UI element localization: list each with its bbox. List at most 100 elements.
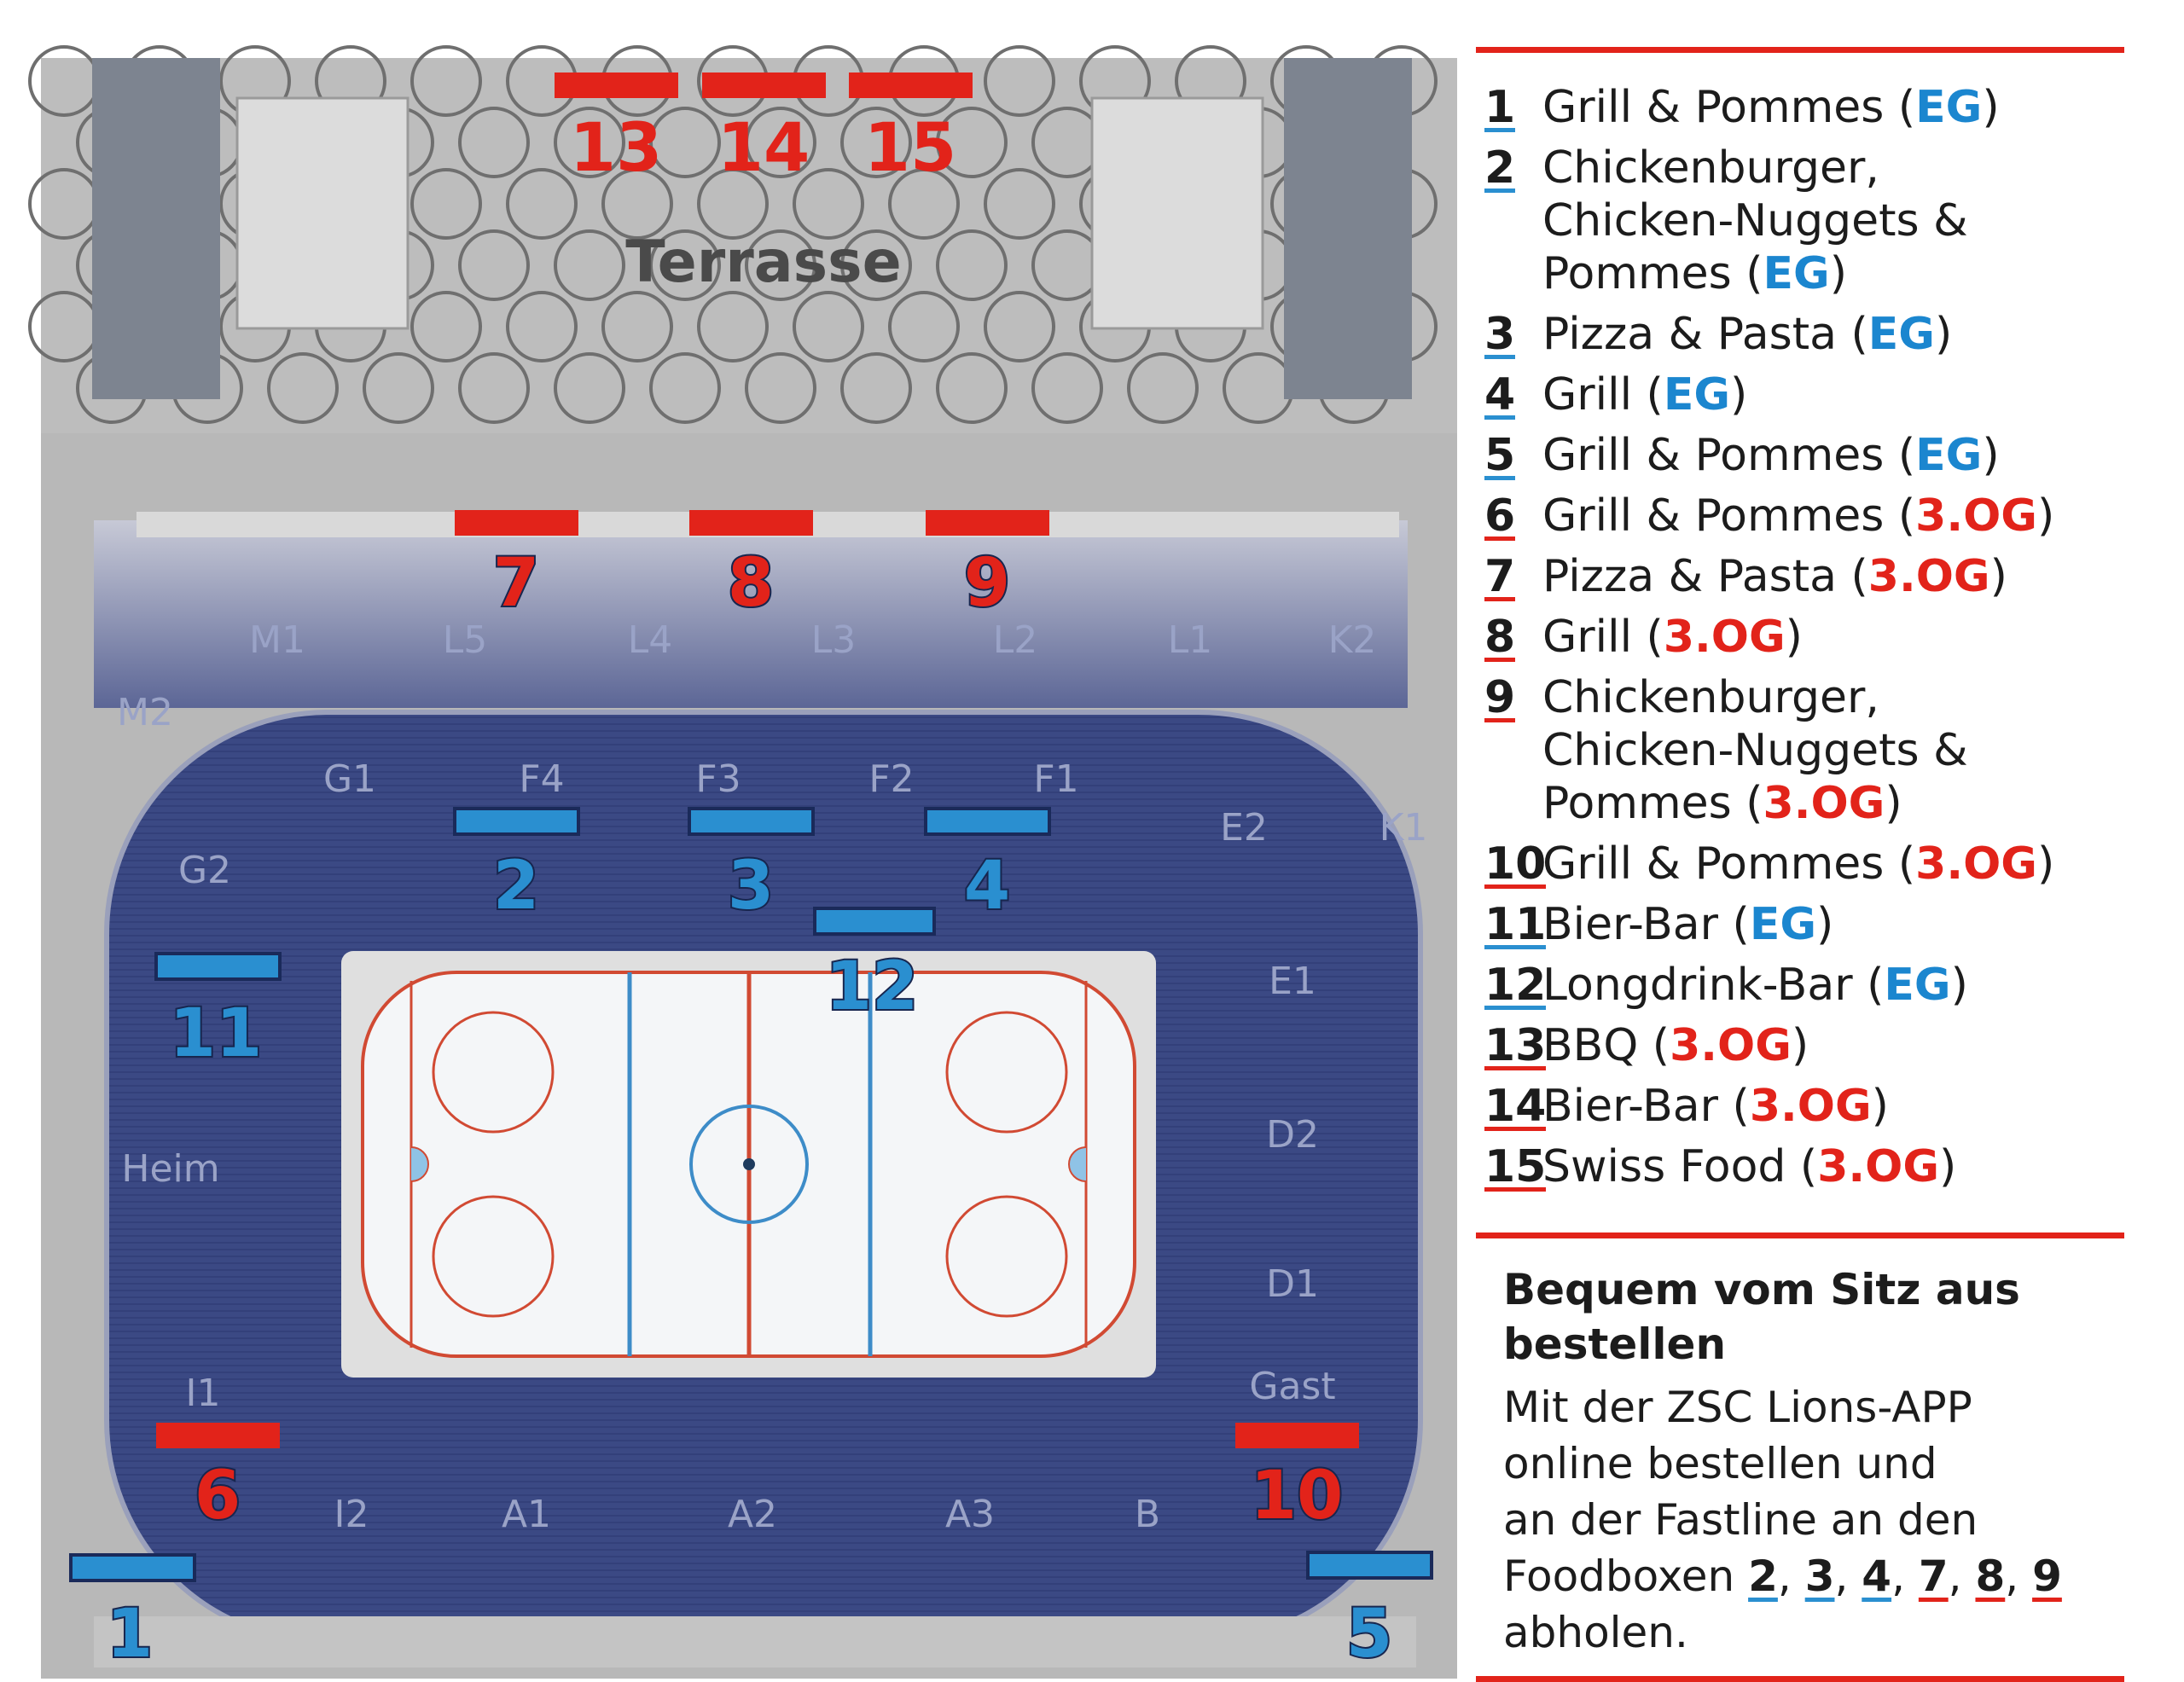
legend-close: ) bbox=[1816, 899, 1834, 950]
legend-number: 2 bbox=[1484, 142, 1516, 194]
stand-bar-7[interactable] bbox=[455, 510, 578, 536]
legend-label: BBQ ( bbox=[1542, 1020, 1670, 1071]
upper-concourse bbox=[94, 520, 1408, 708]
stand-bar-13[interactable] bbox=[555, 72, 678, 98]
terrace-table bbox=[984, 291, 1055, 362]
legend-close: ) bbox=[2036, 838, 2055, 890]
order-heading-text: Bequem vom Sitz aus bestellen bbox=[1503, 1265, 2020, 1369]
order-line: online bestellen und bbox=[1503, 1439, 1937, 1488]
section-label: E1 bbox=[1269, 960, 1316, 1003]
rink-faceoff-circle-bl bbox=[432, 1195, 555, 1318]
marker-number-11: 11 bbox=[170, 995, 263, 1072]
terrace-stairs-left bbox=[92, 58, 220, 399]
rink-goal-crease-right bbox=[1068, 1146, 1087, 1182]
legend-close: ) bbox=[1934, 309, 1953, 360]
legend-label: Grill & Pommes ( bbox=[1542, 82, 1916, 133]
section-label: K2 bbox=[1328, 618, 1377, 662]
legend-level: 3.OG bbox=[1763, 778, 1885, 829]
section-label: I1 bbox=[186, 1372, 221, 1415]
stand-bar-4[interactable] bbox=[924, 807, 1051, 836]
terrace-table bbox=[745, 352, 816, 424]
terrace-table bbox=[1127, 352, 1199, 424]
order-line-boxes: Foodboxen 2, 3, 4, 7, 8, 9 bbox=[1503, 1548, 2117, 1604]
stand-bar-15[interactable] bbox=[849, 72, 973, 98]
legend-level: EG bbox=[1884, 960, 1951, 1011]
rink-faceoff-circle-br bbox=[945, 1195, 1068, 1318]
stand-bar-3[interactable] bbox=[688, 807, 815, 836]
legend-label: Pizza & Pasta ( bbox=[1542, 309, 1868, 360]
marker-number-2: 2 bbox=[493, 848, 539, 925]
marker-number-14: 14 bbox=[717, 110, 810, 187]
section-label: D1 bbox=[1266, 1262, 1319, 1306]
foodbox-number: 3 bbox=[1804, 1552, 1835, 1601]
section-label: L4 bbox=[628, 618, 673, 662]
legend-label: Chickenburger, Chicken-Nuggets & Pommes … bbox=[1542, 672, 1968, 829]
terrace-table bbox=[697, 168, 769, 240]
legend-text: Longdrink-Bar (EG) bbox=[1542, 959, 2140, 1012]
marker-number-3: 3 bbox=[728, 848, 774, 925]
order-line: Mit der ZSC Lions-APP bbox=[1503, 1383, 1972, 1432]
section-label: Heim bbox=[121, 1147, 219, 1191]
legend-text: Grill (EG) bbox=[1542, 368, 2140, 421]
legend-level: 3.OG bbox=[1915, 838, 2037, 890]
rink-faceoff-circle-tl bbox=[432, 1011, 555, 1134]
legend-label: Longdrink-Bar ( bbox=[1542, 960, 1885, 1011]
legend-close: ) bbox=[1939, 1141, 1957, 1192]
terrace-table bbox=[793, 168, 864, 240]
marker-number-9: 9 bbox=[964, 545, 1010, 622]
legend-number: 11 bbox=[1484, 899, 1547, 950]
stand-bar-2[interactable] bbox=[453, 807, 580, 836]
terrace-table bbox=[554, 107, 625, 178]
legend-level: EG bbox=[1663, 369, 1731, 420]
legend-level: EG bbox=[1867, 309, 1935, 360]
legend-label: Grill ( bbox=[1542, 612, 1664, 663]
marker-number-4: 4 bbox=[964, 848, 1010, 925]
legend-text: BBQ (3.OG) bbox=[1542, 1019, 2140, 1072]
legend-level: 3.OG bbox=[1749, 1081, 1872, 1132]
stand-bar-10[interactable] bbox=[1235, 1423, 1359, 1448]
legend-number: 9 bbox=[1484, 672, 1516, 723]
section-label: A3 bbox=[945, 1493, 995, 1536]
terrace-table bbox=[410, 45, 482, 117]
terrace-table bbox=[601, 168, 673, 240]
bottom-concourse bbox=[94, 1616, 1416, 1668]
marker-number-6: 6 bbox=[195, 1458, 241, 1534]
stand-bar-6[interactable] bbox=[156, 1423, 280, 1448]
rink-center-circle bbox=[689, 1105, 809, 1224]
terrace-table bbox=[840, 107, 912, 178]
marker-number-1: 1 bbox=[107, 1596, 153, 1673]
section-label: M2 bbox=[117, 691, 173, 734]
legend-label: Bier-Bar ( bbox=[1542, 899, 1750, 950]
section-label: K1 bbox=[1380, 806, 1428, 850]
stand-bar-9[interactable] bbox=[926, 510, 1049, 536]
stand-bar-12[interactable] bbox=[813, 907, 936, 936]
stand-bar-1[interactable] bbox=[69, 1553, 196, 1582]
legend-number: 8 bbox=[1484, 612, 1516, 663]
terrace-table bbox=[458, 352, 530, 424]
terrace-table bbox=[936, 352, 1008, 424]
stand-bar-11[interactable] bbox=[154, 952, 282, 981]
arena-map: Terrasse M1 L5 L4 L3 L2 L1 K2 M2 G1 F4 F… bbox=[28, 45, 1457, 1679]
terrace-table bbox=[363, 352, 434, 424]
foodbox-number: 9 bbox=[2032, 1552, 2062, 1601]
section-label: F1 bbox=[1033, 757, 1078, 801]
legend-level: EG bbox=[1915, 82, 1983, 133]
section-label: L3 bbox=[811, 618, 857, 662]
terrace-table bbox=[458, 229, 530, 301]
legend-level: 3.OG bbox=[1915, 490, 2037, 542]
stand-bar-14[interactable] bbox=[702, 72, 826, 98]
legend-close: ) bbox=[1950, 960, 1968, 1011]
section-label: F4 bbox=[519, 757, 564, 801]
legend-text: Bier-Bar (EG) bbox=[1542, 898, 2140, 951]
legend-level: 3.OG bbox=[1867, 551, 1990, 602]
marker-number-10: 10 bbox=[1251, 1458, 1344, 1534]
legend-number: 7 bbox=[1484, 551, 1516, 602]
stand-bar-5[interactable] bbox=[1306, 1551, 1433, 1580]
terrace-table bbox=[601, 291, 673, 362]
terrace-table bbox=[745, 229, 816, 301]
stand-bar-8[interactable] bbox=[689, 510, 813, 536]
legend-close: ) bbox=[1982, 430, 2000, 481]
terrace-table bbox=[984, 168, 1055, 240]
section-label: B bbox=[1135, 1493, 1160, 1536]
legend-text: Grill & Pommes (EG) bbox=[1542, 429, 2140, 482]
